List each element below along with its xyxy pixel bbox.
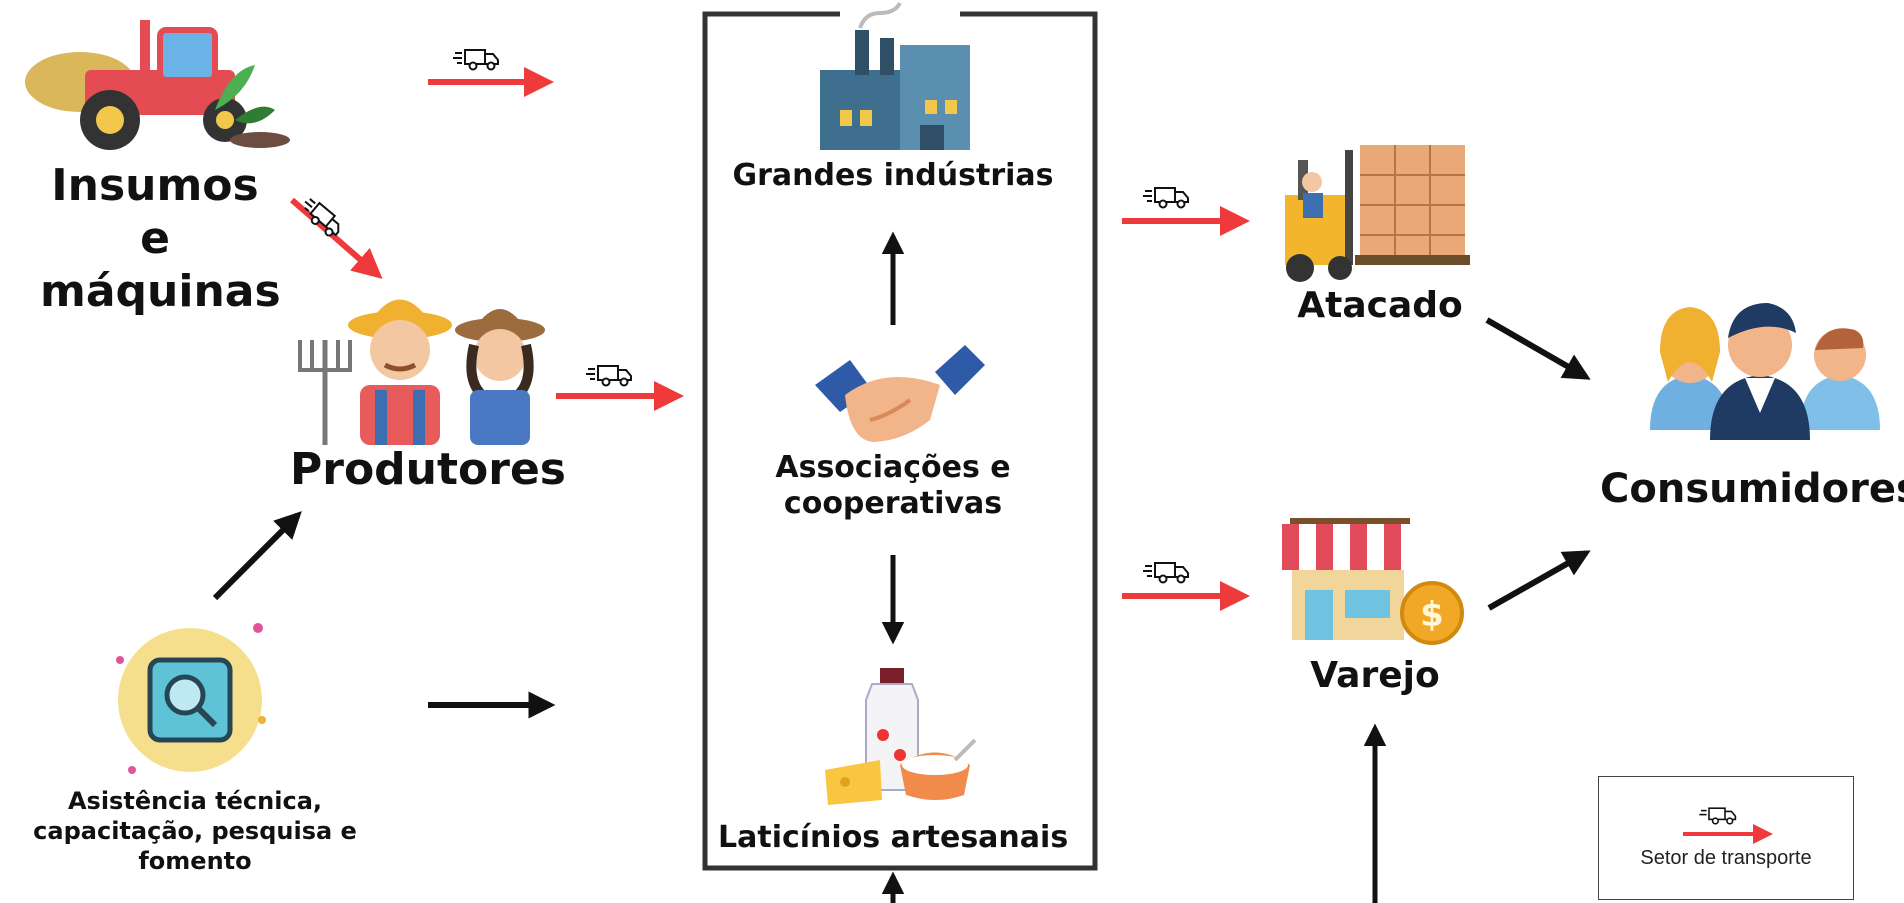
dairy-icon <box>825 668 977 805</box>
transport-arrow-box-to-varejo <box>1122 562 1250 611</box>
arrow-varejo-to-consumidores <box>1487 550 1591 611</box>
legend: Setor de transporte <box>1598 776 1854 900</box>
tractor-icon <box>25 20 290 150</box>
legend-label: Setor de transporte <box>1640 847 1812 869</box>
label-associacoes: Associações e cooperativas <box>775 450 1011 521</box>
label-laticinios: Laticínios artesanais <box>718 820 1069 855</box>
center-box <box>702 11 1098 871</box>
transport-arrow-produtores-to-box <box>556 365 684 411</box>
people-icon <box>1650 303 1880 440</box>
forklift-icon <box>1285 145 1470 282</box>
label-produtores: Produtores <box>290 444 566 495</box>
transport-arrow-insumos-to-produtores <box>290 194 383 279</box>
transport-arrow-box-to-atacado <box>1122 187 1250 236</box>
transport-arrow-insumos-to-industrias <box>428 49 554 97</box>
magnifier-icon <box>116 623 266 774</box>
label-consumidores: Consumidores <box>1600 466 1904 512</box>
arrow-assistencia-to-produtores <box>212 511 302 601</box>
store-icon: $ <box>1282 518 1464 645</box>
farmers-icon <box>298 299 545 445</box>
label-atacado: Atacado <box>1297 285 1463 326</box>
factory-icon <box>820 1 970 150</box>
label-assistencia: Asistência técnica, capacitação, pesquis… <box>33 787 357 875</box>
label-grandes-industrias: Grandes indústrias <box>732 158 1054 193</box>
label-varejo: Varejo <box>1310 655 1440 696</box>
box-gap <box>840 8 960 22</box>
handshake-icon <box>815 345 985 442</box>
svg-text:$: $ <box>1420 595 1444 635</box>
arrow-atacado-to-consumidores <box>1485 317 1591 380</box>
legend-transport-icon <box>1683 807 1773 844</box>
label-insumos: Insumos e máquinas <box>40 160 281 317</box>
